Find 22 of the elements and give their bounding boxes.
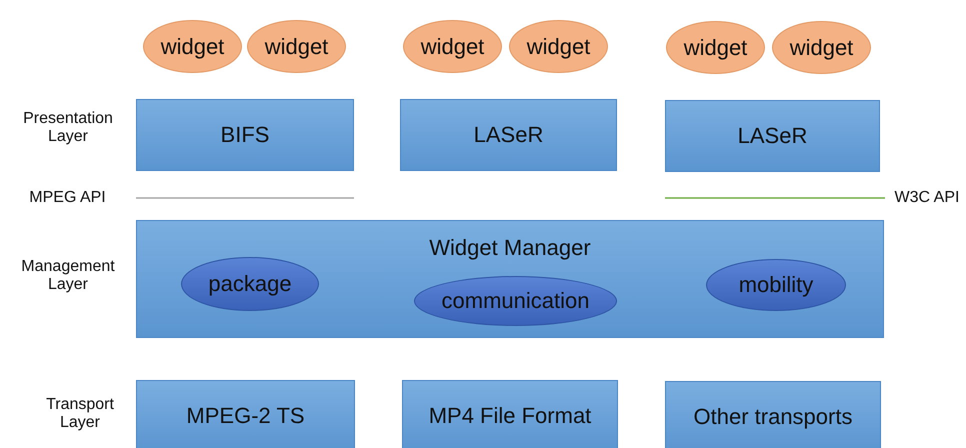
- manager-panel: [136, 220, 884, 338]
- widget-ellipse: widget: [403, 20, 502, 73]
- widget-ellipse: widget: [772, 21, 871, 74]
- layer-label: Management Layer: [20, 258, 116, 294]
- layer-label: Presentation Layer: [22, 110, 114, 146]
- api-label: MPEG API: [28, 189, 107, 207]
- function-ellipse: communication: [414, 276, 617, 326]
- layer-box: MPEG-2 TS: [136, 380, 355, 448]
- widget-ellipse: widget: [509, 20, 608, 73]
- api-label: W3C API: [894, 189, 960, 207]
- panel-title: Widget Manager: [428, 235, 592, 261]
- function-ellipse: package: [181, 257, 319, 311]
- layer-box: MP4 File Format: [402, 380, 618, 448]
- widget-ellipse: widget: [247, 20, 346, 73]
- layer-box: BIFS: [136, 99, 354, 171]
- layer-box: LASeR: [665, 100, 880, 172]
- function-ellipse: mobility: [706, 259, 846, 311]
- layer-box: Other transports: [665, 381, 881, 448]
- widget-ellipse: widget: [143, 20, 242, 73]
- layer-box: LASeR: [400, 99, 617, 171]
- layer-label: Transport Layer: [45, 396, 115, 432]
- widget-ellipse: widget: [666, 21, 765, 74]
